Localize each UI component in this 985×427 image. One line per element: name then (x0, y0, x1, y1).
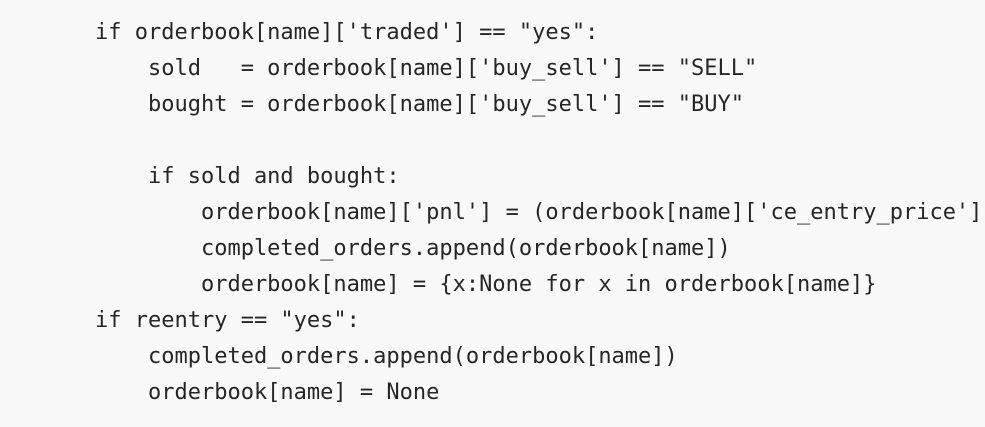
code-line: if orderbook[name]['traded'] == "yes": (95, 20, 599, 45)
code-line: completed_orders.append(orderbook[name]) (95, 344, 678, 369)
code-line: orderbook[name] = None (95, 380, 440, 405)
code-line: bought = orderbook[name]['buy_sell'] == … (95, 92, 745, 117)
code-line (95, 123, 985, 159)
code-line: if sold and bought: (95, 164, 400, 189)
code-line: sold = orderbook[name]['buy_sell'] == "S… (95, 56, 758, 81)
code-line: orderbook[name] = {x:None for x in order… (95, 272, 877, 297)
code-line: if reentry == "yes": (95, 308, 360, 333)
code-line: completed_orders.append(orderbook[name]) (95, 236, 731, 261)
code-line: orderbook[name]['pnl'] = (orderbook[name… (95, 200, 983, 225)
code-block: if orderbook[name]['traded'] == "yes": s… (95, 15, 985, 411)
code-snippet: if orderbook[name]['traded'] == "yes": s… (95, 15, 985, 411)
